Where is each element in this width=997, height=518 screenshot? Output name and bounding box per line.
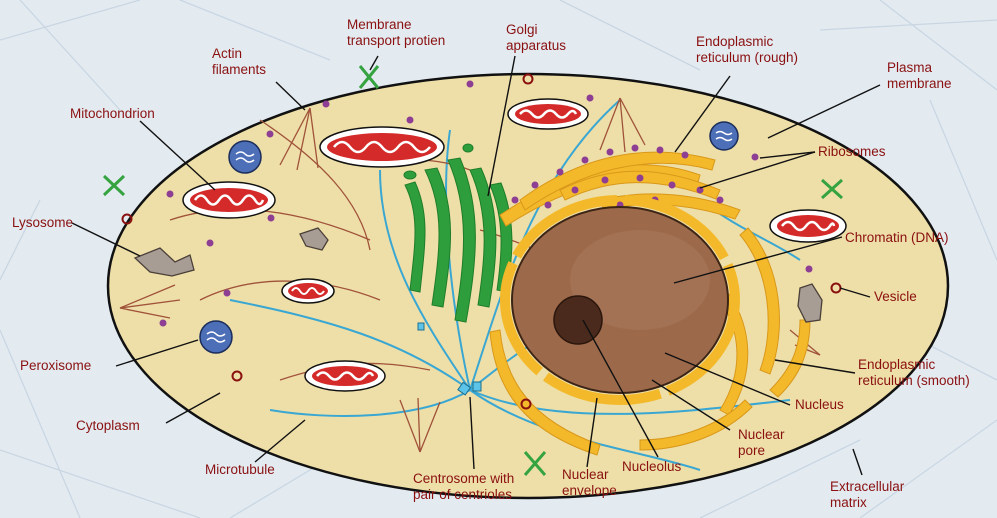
nucleolus: [554, 296, 602, 344]
label-nucleolus: Nucleolus: [622, 459, 681, 475]
label-peroxisome: Peroxisome: [20, 358, 91, 374]
nucleus: [505, 200, 735, 400]
label-lysosome: Lysosome: [12, 215, 73, 231]
label-nuclear-envelope: Nuclear envelope: [562, 467, 617, 499]
label-chromatin: Chromatin (DNA): [845, 230, 949, 246]
label-endoplasmic-reticulum-rough: Endoplasmic reticulum (rough): [696, 34, 798, 66]
label-golgi-apparatus: Golgi apparatus: [506, 22, 566, 54]
label-extracellular-matrix: Extracellular matrix: [830, 479, 904, 511]
label-membrane-transport-protein: Membrane transport protien: [347, 17, 445, 49]
label-actin-filaments: Actin filaments: [212, 46, 266, 78]
label-plasma-membrane: Plasma membrane: [887, 60, 952, 92]
label-ribosomes: Ribosomes: [818, 144, 886, 160]
label-nucleus: Nucleus: [795, 397, 844, 413]
label-vesicle: Vesicle: [874, 289, 917, 305]
label-cytoplasm: Cytoplasm: [76, 418, 140, 434]
label-microtubule: Microtubule: [205, 462, 275, 478]
label-centrosome: Centrosome with pair of centrioles: [413, 471, 514, 503]
label-endoplasmic-reticulum-smooth: Endoplasmic reticulum (smooth): [858, 357, 970, 389]
label-mitochondrion: Mitochondrion: [70, 106, 155, 122]
label-nuclear-pore: Nuclear pore: [738, 427, 785, 459]
